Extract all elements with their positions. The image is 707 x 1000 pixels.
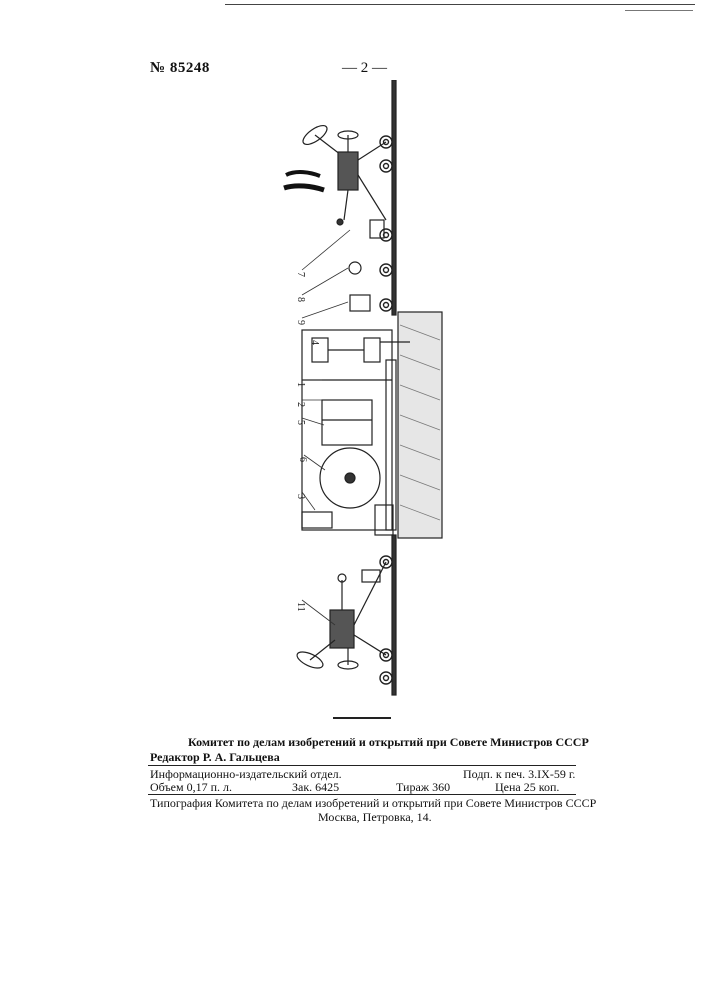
figure-label: 3 [295,494,306,499]
figure-label: 4 [309,340,320,345]
footer-rule-bottom [148,794,576,795]
committee-line: Комитет по делам изобретений и открытий … [188,735,589,750]
order-number: Зак. 6425 [292,780,339,795]
footer-rule-top [148,765,576,766]
printing-house: Типография Комитета по делам изобретений… [150,796,596,811]
foundation-block [398,312,442,538]
address: Москва, Петровка, 14. [318,810,432,825]
figure-label: 7 [295,272,306,277]
top-rule [225,4,695,5]
guide-rail [392,80,396,315]
patent-number: № 85248 [150,60,210,77]
figure-label: 6 [297,457,308,462]
motor [302,512,332,528]
top-rule-short [625,10,693,11]
page-marker: — 2 — [342,60,387,77]
figure-label: 8 [295,297,306,302]
figure-label: 9 [295,320,306,325]
price: Цена 25 коп. [495,780,559,795]
upper-handwheel-assembly [284,122,386,225]
separator-rule [333,717,391,719]
technical-drawing: 7 8 9 1 2 5 6 3 4 11 [240,80,480,710]
figure-label: 11 [295,602,306,612]
circulation: Тираж 360 [396,780,450,795]
figure-label: 1 [295,382,306,387]
figure-label: 5 [295,420,306,425]
guide-rail-lower [392,535,396,695]
lower-handwheel-assembly [295,562,386,671]
figure-label: 2 [295,402,306,407]
volume: Объем 0,17 п. л. [150,780,232,795]
machine-frame [302,330,392,530]
editor-line: Редактор Р. А. Гальцева [150,750,280,765]
